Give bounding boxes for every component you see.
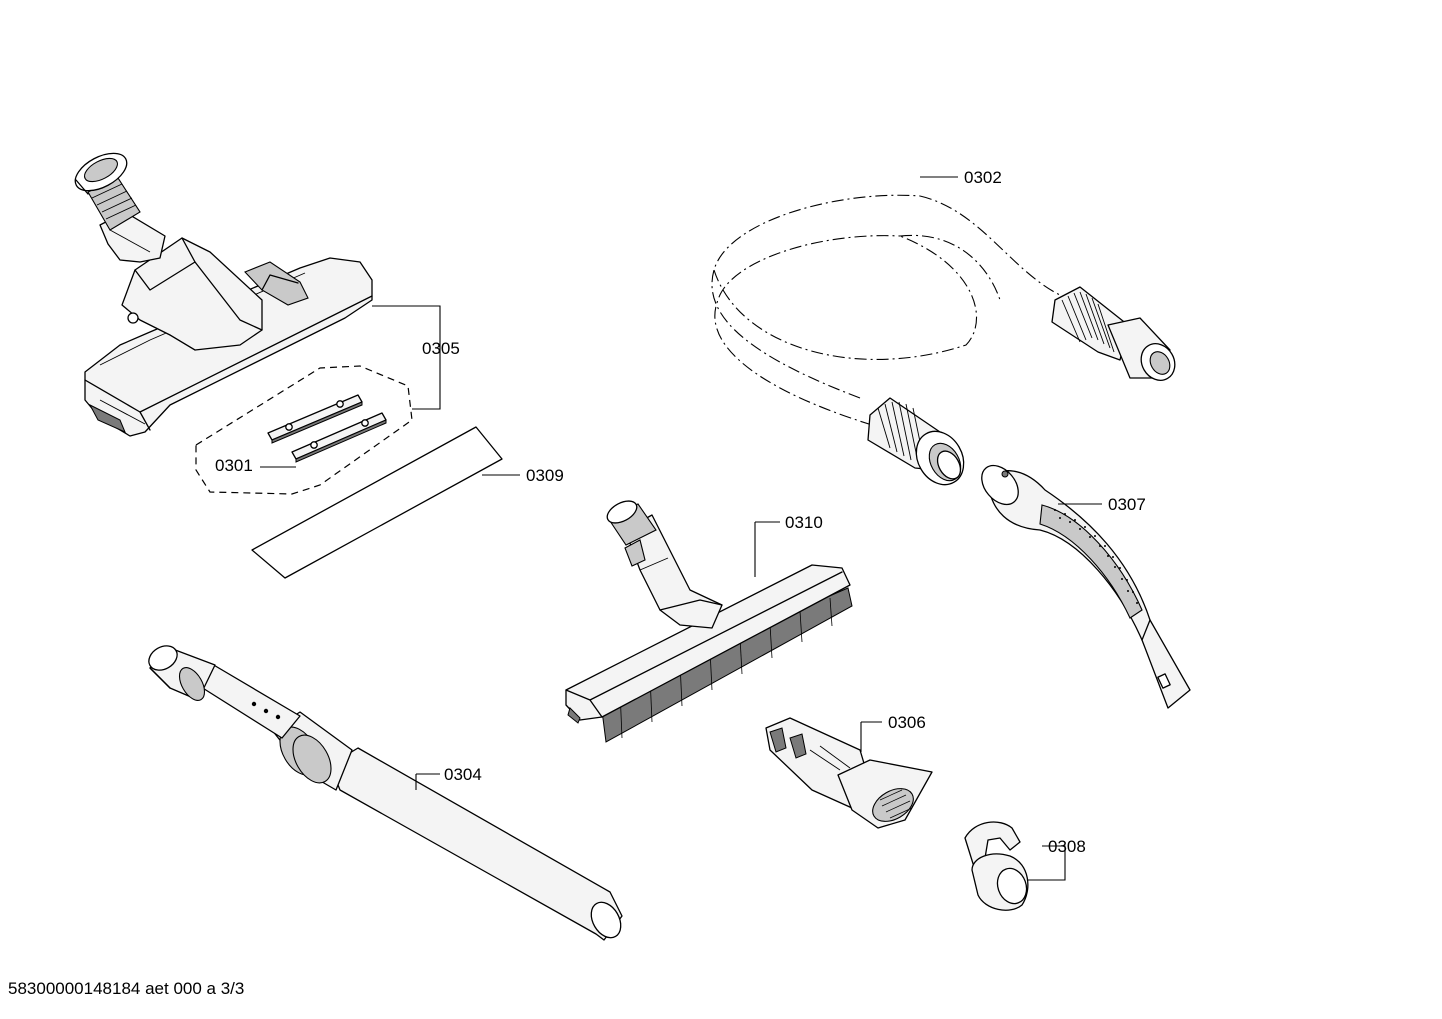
parquet-nozzle-part [565, 500, 853, 743]
label-0304: 0304 [444, 765, 482, 784]
label-0306: 0306 [888, 713, 926, 732]
label-0307: 0307 [1108, 495, 1146, 514]
telescopic-tube-part [148, 645, 623, 941]
handle-part [981, 464, 1191, 709]
drawing-footer-code: 58300000148184 aet 000 a 3/3 [8, 979, 245, 998]
label-0301: 0301 [215, 456, 253, 475]
label-0308: 0308 [1048, 837, 1086, 856]
hose-part [711, 194, 1176, 486]
label-0305: 0305 [422, 339, 460, 358]
brush-strips-part [195, 365, 413, 495]
label-0302: 0302 [964, 168, 1002, 187]
label-0309: 0309 [526, 466, 564, 485]
felt-strip-part [251, 426, 503, 579]
leader-lines [260, 176, 1102, 881]
brush-nozzle-part [74, 152, 373, 437]
crevice-tool-part [765, 717, 933, 829]
label-0310: 0310 [785, 513, 823, 532]
holder-clip-part [964, 821, 1029, 911]
